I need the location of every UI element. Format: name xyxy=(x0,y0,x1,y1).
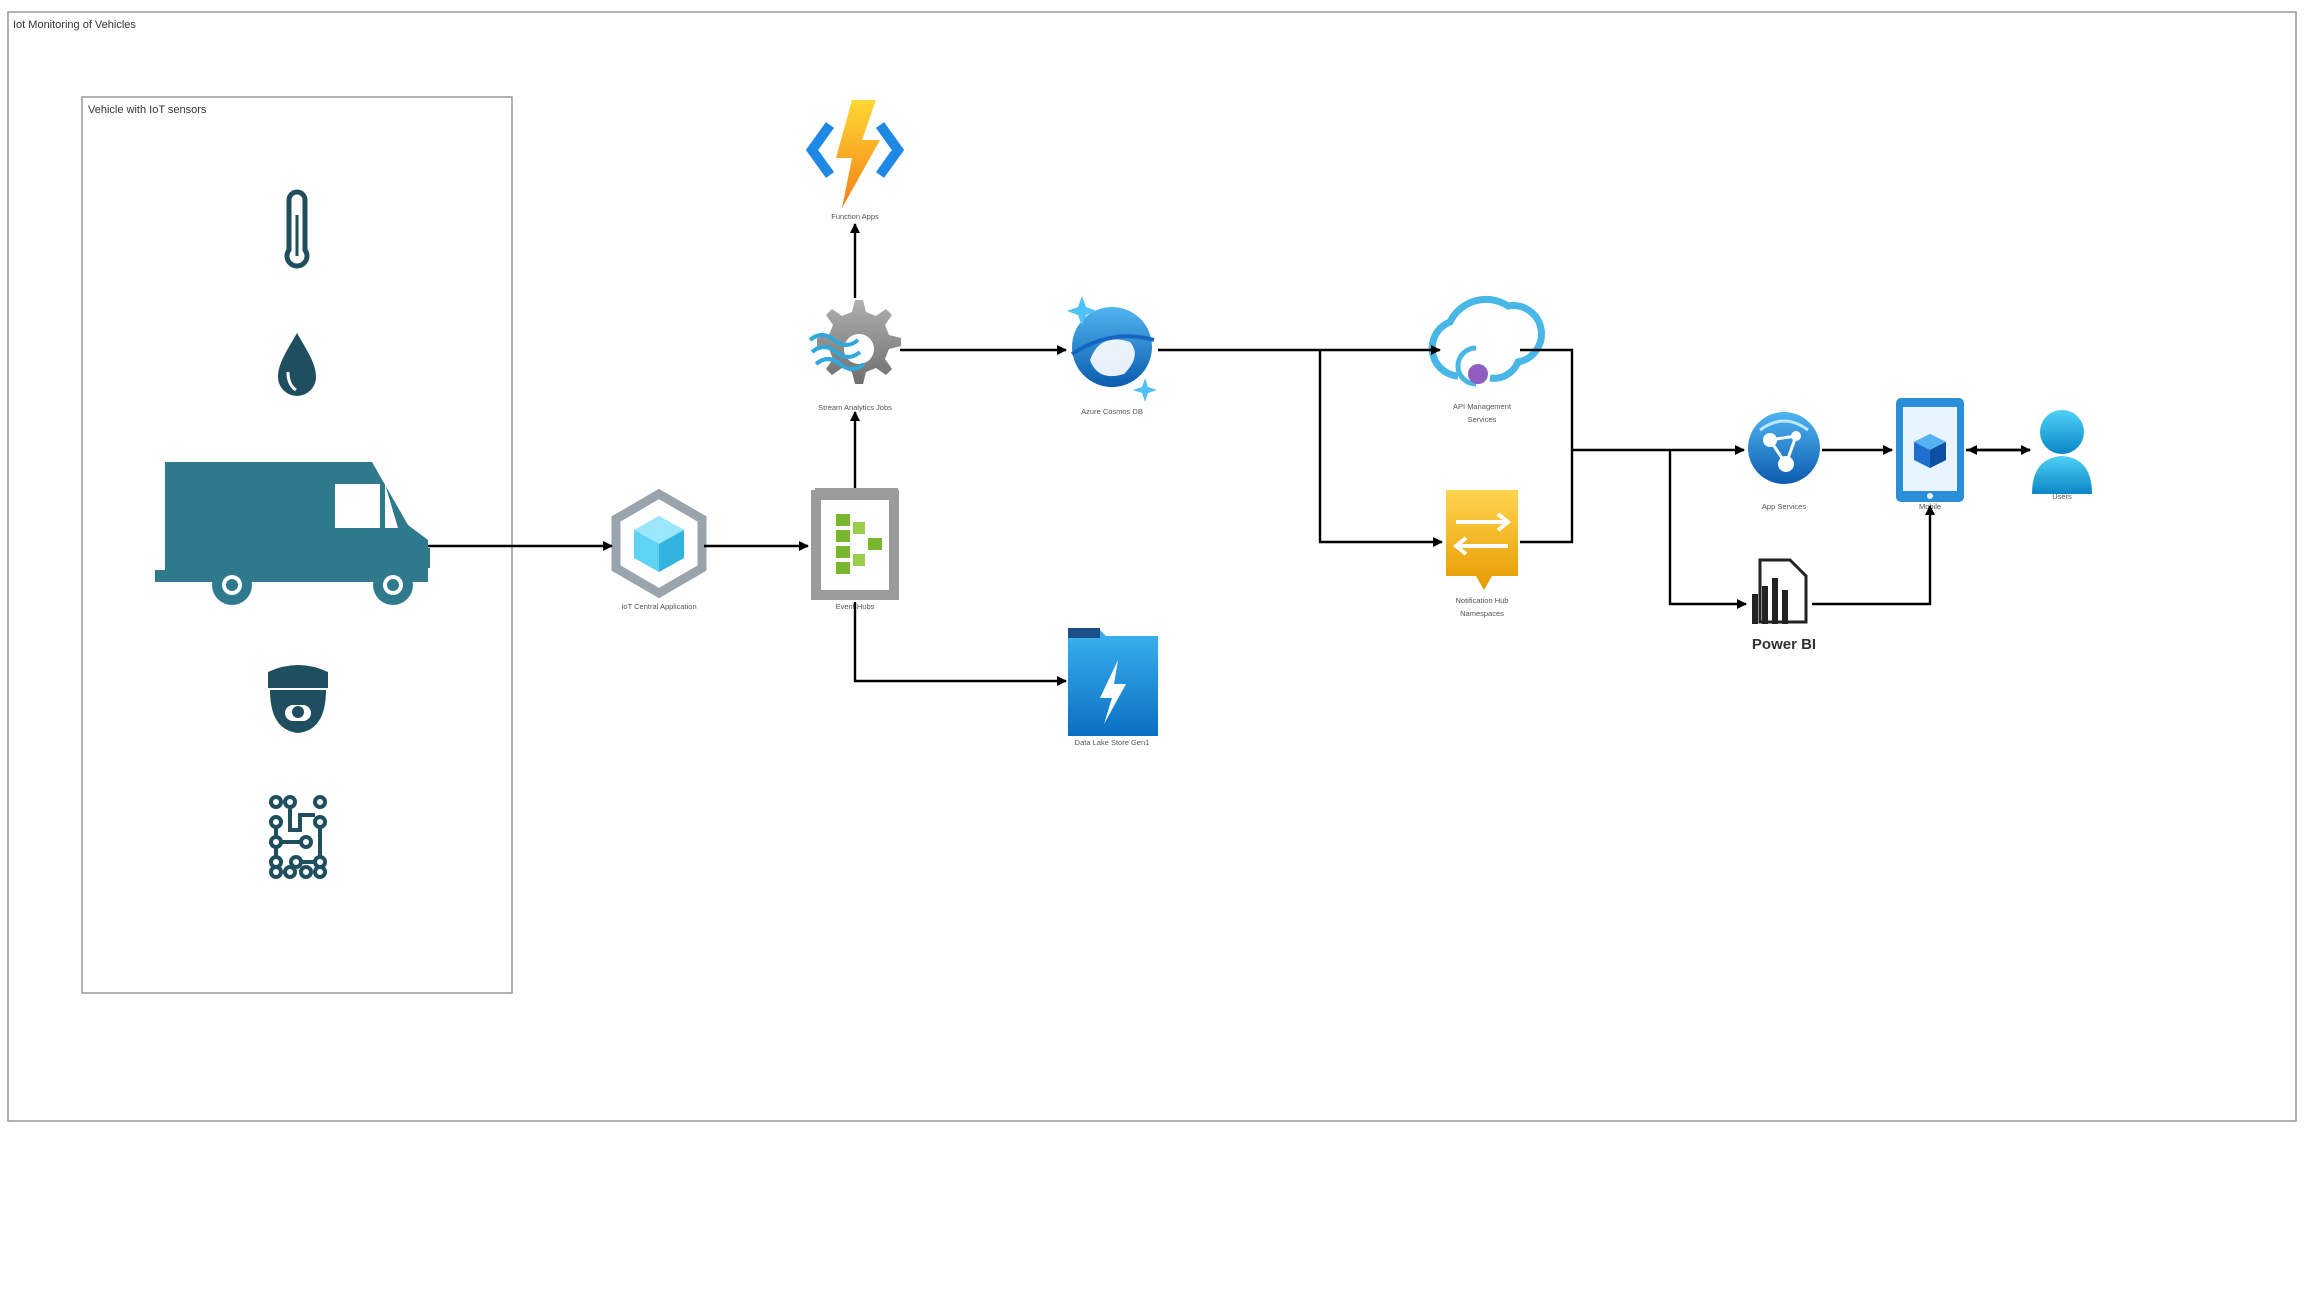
circuit-board-icon xyxy=(269,795,327,879)
notification-hub-label-2: Namespaces xyxy=(1460,609,1504,618)
stream-analytics-icon xyxy=(808,300,901,384)
edges xyxy=(428,223,2031,686)
iot-central-icon xyxy=(611,488,707,599)
app-services-icon xyxy=(1748,412,1820,484)
diagram-title: Iot Monitoring of Vehicles xyxy=(13,19,136,31)
api-management-label-1: API Management xyxy=(1453,402,1512,411)
function-apps-label: Function Apps xyxy=(831,212,879,221)
iot-central-label: IoT Central Application xyxy=(621,602,696,611)
power-bi-label: Power BI xyxy=(1752,636,1816,653)
api-management-label-2: Services xyxy=(1468,415,1497,424)
delivery-van-icon xyxy=(155,462,430,605)
app-services-label: App Services xyxy=(1762,502,1806,511)
function-apps-icon xyxy=(805,100,905,208)
edge-to-power-bi xyxy=(1668,450,1747,609)
stream-analytics-label: Stream Analytics Jobs xyxy=(818,403,892,412)
cosmos-db-icon xyxy=(1067,296,1157,402)
edge-event-hubs-to-data-lake xyxy=(853,602,1067,686)
notification-hub-icon xyxy=(1446,490,1518,590)
users-label: Users xyxy=(2052,492,2072,501)
data-lake-label: Data Lake Store Gen1 xyxy=(1075,738,1150,747)
power-bi-icon xyxy=(1752,558,1808,624)
water-drop-highlight xyxy=(286,371,297,392)
notification-hub-label-1: Notification Hub xyxy=(1456,596,1509,605)
user-icon xyxy=(2032,410,2092,494)
edge-power-bi-to-mobile xyxy=(1812,505,1935,606)
security-camera-icon xyxy=(268,665,328,733)
vehicle-group-title: Vehicle with IoT sensors xyxy=(88,104,207,116)
edge-notification-hub-to-app-services xyxy=(1520,450,1574,544)
event-hubs-icon xyxy=(811,488,899,600)
cosmos-db-label: Azure Cosmos DB xyxy=(1081,407,1143,416)
edge-api-management-to-app-services xyxy=(1520,348,1745,455)
mobile-icon xyxy=(1896,398,1964,502)
thermometer-icon xyxy=(284,189,310,269)
data-lake-icon xyxy=(1068,628,1158,736)
edge-cosmos-db-to-notification-hub xyxy=(1318,350,1443,547)
